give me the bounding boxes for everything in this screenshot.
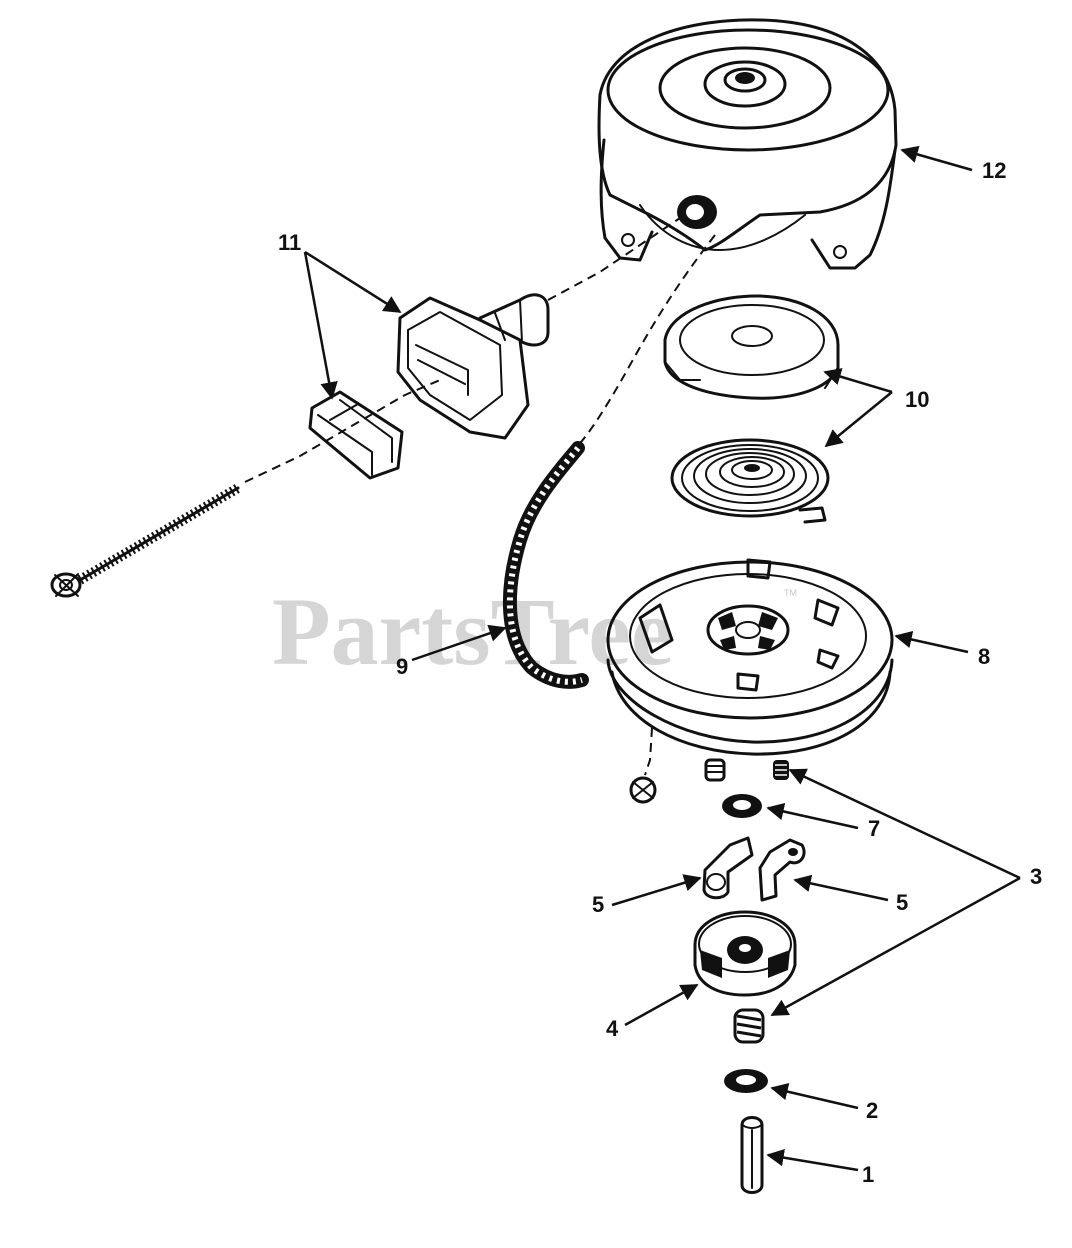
handle-insert-icon <box>308 390 404 480</box>
handle-icon <box>396 293 550 440</box>
callout-2: 2 <box>866 1098 878 1123</box>
watermark: PartsTree TM <box>272 578 797 685</box>
washer-icon <box>722 794 762 818</box>
roll-pin-icon <box>740 1116 764 1194</box>
leader-lines <box>303 145 1021 1172</box>
pawl-icon <box>702 836 754 900</box>
starter-rope-icon <box>502 441 589 689</box>
spring-clip-icon <box>629 776 657 804</box>
callout-7: 7 <box>868 816 880 841</box>
callout-3: 3 <box>1030 864 1042 889</box>
callout-1: 1 <box>862 1162 874 1187</box>
watermark-text: PartsTree <box>272 578 674 685</box>
callout-5-right: 5 <box>896 890 908 915</box>
assembly-lines <box>244 217 716 776</box>
callout-10: 10 <box>905 387 929 412</box>
watermark-trademark: TM <box>784 588 797 598</box>
starter-housing-icon <box>597 18 898 270</box>
callout-11: 11 <box>278 230 301 255</box>
callout-4: 4 <box>606 1016 619 1041</box>
callout-5-left: 5 <box>592 892 604 917</box>
pawl-icon <box>758 838 806 902</box>
rope-end-icon <box>50 483 241 598</box>
spring-icon <box>704 758 726 782</box>
callout-12: 12 <box>982 158 1006 183</box>
callout-8: 8 <box>978 644 990 669</box>
spring-icon <box>733 1008 765 1044</box>
pawl-retainer-icon <box>693 910 797 997</box>
callout-labels: 12 11 10 9 8 7 3 5 5 4 2 1 <box>278 158 1042 1187</box>
recoil-spring-cover-icon <box>663 294 840 400</box>
spring-icon <box>773 760 789 780</box>
pulley-icon <box>606 558 894 756</box>
recoil-spring-icon <box>670 438 830 524</box>
callout-9: 9 <box>396 654 408 679</box>
washer-icon <box>724 1069 768 1093</box>
